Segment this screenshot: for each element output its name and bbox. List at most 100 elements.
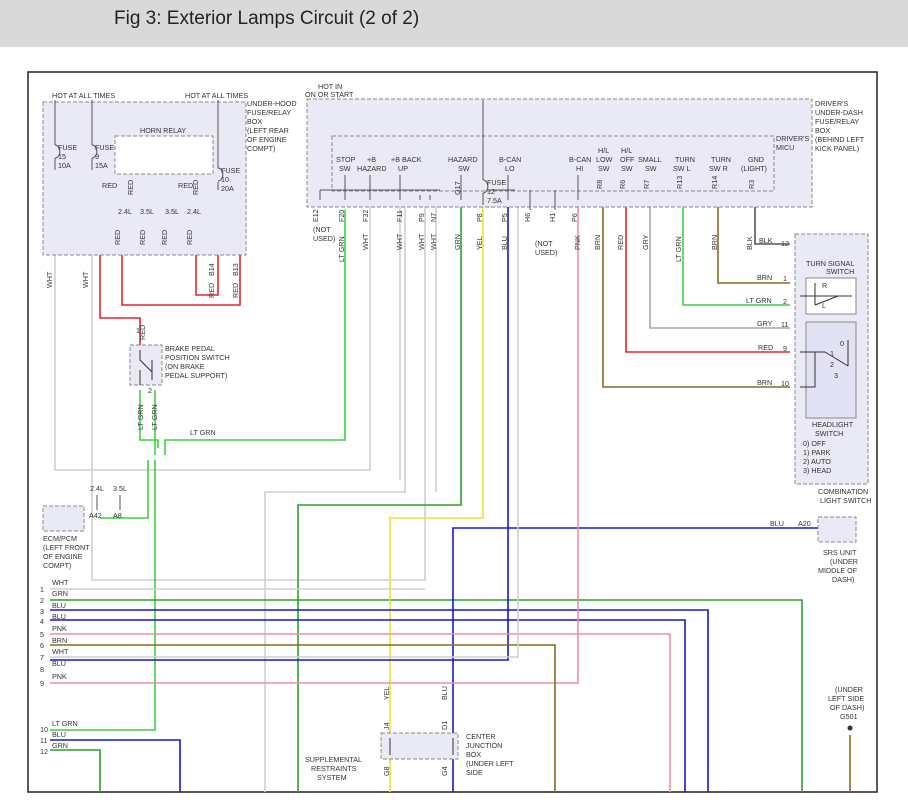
bus-num-12: 12 xyxy=(40,747,48,756)
svg-text:OF ENGINE: OF ENGINE xyxy=(43,552,83,561)
svg-text:E12: E12 xyxy=(311,209,320,222)
brake-wire-c: LT GRN xyxy=(190,428,216,437)
svg-text:MIDDLE OF: MIDDLE OF xyxy=(818,566,858,575)
svg-text:10: 10 xyxy=(781,379,789,388)
svg-text:(LIGHT): (LIGHT) xyxy=(741,164,767,173)
svg-text:DRIVER'S: DRIVER'S xyxy=(815,99,849,108)
wire-wht-7 xyxy=(50,200,519,658)
svg-text:SMALL: SMALL xyxy=(638,155,662,164)
svg-text:SW: SW xyxy=(339,164,351,173)
svg-text:1: 1 xyxy=(830,349,834,358)
junction-pin-d1: D1 xyxy=(440,721,449,730)
wire-label-red-7: RED xyxy=(126,180,135,195)
svg-text:BRN: BRN xyxy=(710,235,719,250)
svg-text:SWITCH: SWITCH xyxy=(815,429,843,438)
svg-text:RED: RED xyxy=(758,343,773,352)
wire-grn-hazard xyxy=(297,200,462,792)
bus-num-5: 5 xyxy=(40,630,44,639)
svg-text:+B: +B xyxy=(367,155,376,164)
fuse-15-icon xyxy=(54,144,61,159)
hot-at-all-times-right: HOT AT ALL TIMES xyxy=(185,91,248,100)
srs-label: SRS UNIT (UNDER MIDDLE OF DASH) xyxy=(818,548,858,584)
fuse-9: FUSE 9 15A xyxy=(91,100,114,170)
bus-color-3: BLU xyxy=(52,601,66,610)
svg-text:H1: H1 xyxy=(548,213,557,222)
junction-pin-g8: G8 xyxy=(382,766,391,776)
engine-35-right: 3.5L xyxy=(165,207,179,216)
underhood-fuse-box: HORN RELAY HOT AT ALL TIMES HOT AT ALL T… xyxy=(42,91,297,298)
brake-wire-a: LT GRN xyxy=(136,404,145,430)
wire-pnk-9 xyxy=(50,200,579,684)
ground-icon xyxy=(847,725,853,731)
svg-text:KICK PANEL): KICK PANEL) xyxy=(815,144,859,153)
svg-text:SW R: SW R xyxy=(709,164,728,173)
svg-text:GRY: GRY xyxy=(757,319,773,328)
svg-text:ON OR START: ON OR START xyxy=(305,90,354,99)
wire-pnk-5 xyxy=(50,633,671,792)
wire-ltgrn-stop xyxy=(164,210,346,455)
svg-text:RESTRAINTS: RESTRAINTS xyxy=(311,764,357,773)
red-right-label: RED xyxy=(178,181,193,190)
ground-g501: (UNDER LEFT SIDE OF DASH) G501 xyxy=(828,685,864,731)
micu-label: DRIVER'S MICU xyxy=(776,134,810,152)
switch-labels: STOP SW +B HAZARD +B BACK UP HAZARD SW B… xyxy=(336,146,767,173)
svg-text:P8: P8 xyxy=(475,213,484,222)
svg-text:HEADLIGHT: HEADLIGHT xyxy=(812,420,854,429)
svg-text:(NOT: (NOT xyxy=(535,239,553,248)
svg-text:TURN: TURN xyxy=(711,155,731,164)
svg-text:H/L: H/L xyxy=(621,146,632,155)
junction-label: CENTER JUNCTION BOX (UNDER LEFT SIDE xyxy=(466,732,514,777)
bus-color-7: WHT xyxy=(52,647,69,656)
srs-wire: BLU xyxy=(770,519,784,528)
wire-wht-fuse9 xyxy=(91,165,426,581)
svg-text:BRN: BRN xyxy=(593,235,602,250)
wire-label-red-3: RED xyxy=(160,230,169,245)
srs-pin: A20 xyxy=(798,519,811,528)
fuse-12: FUSE 12 7.5A xyxy=(482,100,506,205)
pin-b14: B14 xyxy=(207,263,216,276)
svg-text:FUSE/RELAY: FUSE/RELAY xyxy=(815,117,859,126)
svg-text:COMPT): COMPT) xyxy=(247,144,275,153)
combination-light-switch: TURN SIGNAL SWITCH R L 0 1 2 3 HEADLIGHT… xyxy=(746,233,871,505)
bus-num-11: 11 xyxy=(40,736,47,745)
bus-color-10: LT GRN xyxy=(52,719,78,728)
bus-color-12: GRN xyxy=(52,741,68,750)
fuse-10: FUSE 10 20A xyxy=(217,100,240,193)
svg-text:3: 3 xyxy=(834,371,838,380)
svg-text:12: 12 xyxy=(781,239,789,248)
svg-text:BOX: BOX xyxy=(466,750,481,759)
svg-text:BOX: BOX xyxy=(815,126,830,135)
underdash-box-label: DRIVER'S UNDER-DASH FUSE/RELAY BOX (BEHI… xyxy=(815,99,865,153)
junction-wire-blu: BLU xyxy=(440,686,449,700)
wires xyxy=(50,165,851,792)
bus-color-4: BLU xyxy=(52,612,66,621)
svg-text:USED): USED) xyxy=(313,234,335,243)
svg-text:FUSE/RELAY: FUSE/RELAY xyxy=(247,108,291,117)
wire-red-b13 xyxy=(121,225,241,306)
svg-text:USED): USED) xyxy=(535,248,557,257)
wire-brn-hl-low xyxy=(602,188,790,388)
svg-text:2: 2 xyxy=(783,297,787,306)
svg-text:HAZARD: HAZARD xyxy=(448,155,478,164)
not-used-a: (NOT USED) xyxy=(313,225,335,243)
svg-text:H/L: H/L xyxy=(598,146,609,155)
svg-text:R7: R7 xyxy=(642,180,651,189)
svg-text:WHT: WHT xyxy=(417,233,426,250)
svg-text:R8: R8 xyxy=(595,180,604,189)
brake-pin-2: 2 xyxy=(148,386,152,395)
svg-text:Q17: Q17 xyxy=(453,181,462,195)
svg-text:HI: HI xyxy=(576,164,583,173)
svg-text:(UNDER LEFT: (UNDER LEFT xyxy=(466,759,514,768)
fuse-9-icon xyxy=(91,144,98,159)
bus-num-4: 4 xyxy=(40,617,44,626)
svg-text:7.5A: 7.5A xyxy=(487,196,502,205)
wire-grn-12 xyxy=(50,749,101,792)
wire-color-labels: LT GRN WHT WHT WHT WHT GRN YEL BLU PNK B… xyxy=(337,233,754,262)
bus-num-8: 8 xyxy=(40,665,44,674)
svg-text:SW: SW xyxy=(598,164,610,173)
svg-text:15: 15 xyxy=(58,152,66,161)
svg-text:LT GRN: LT GRN xyxy=(746,296,772,305)
not-used-b: (NOT USED) xyxy=(535,239,557,257)
bus-color-5: PNK xyxy=(52,624,67,633)
fuse-15: FUSE 15 10A xyxy=(54,100,77,170)
